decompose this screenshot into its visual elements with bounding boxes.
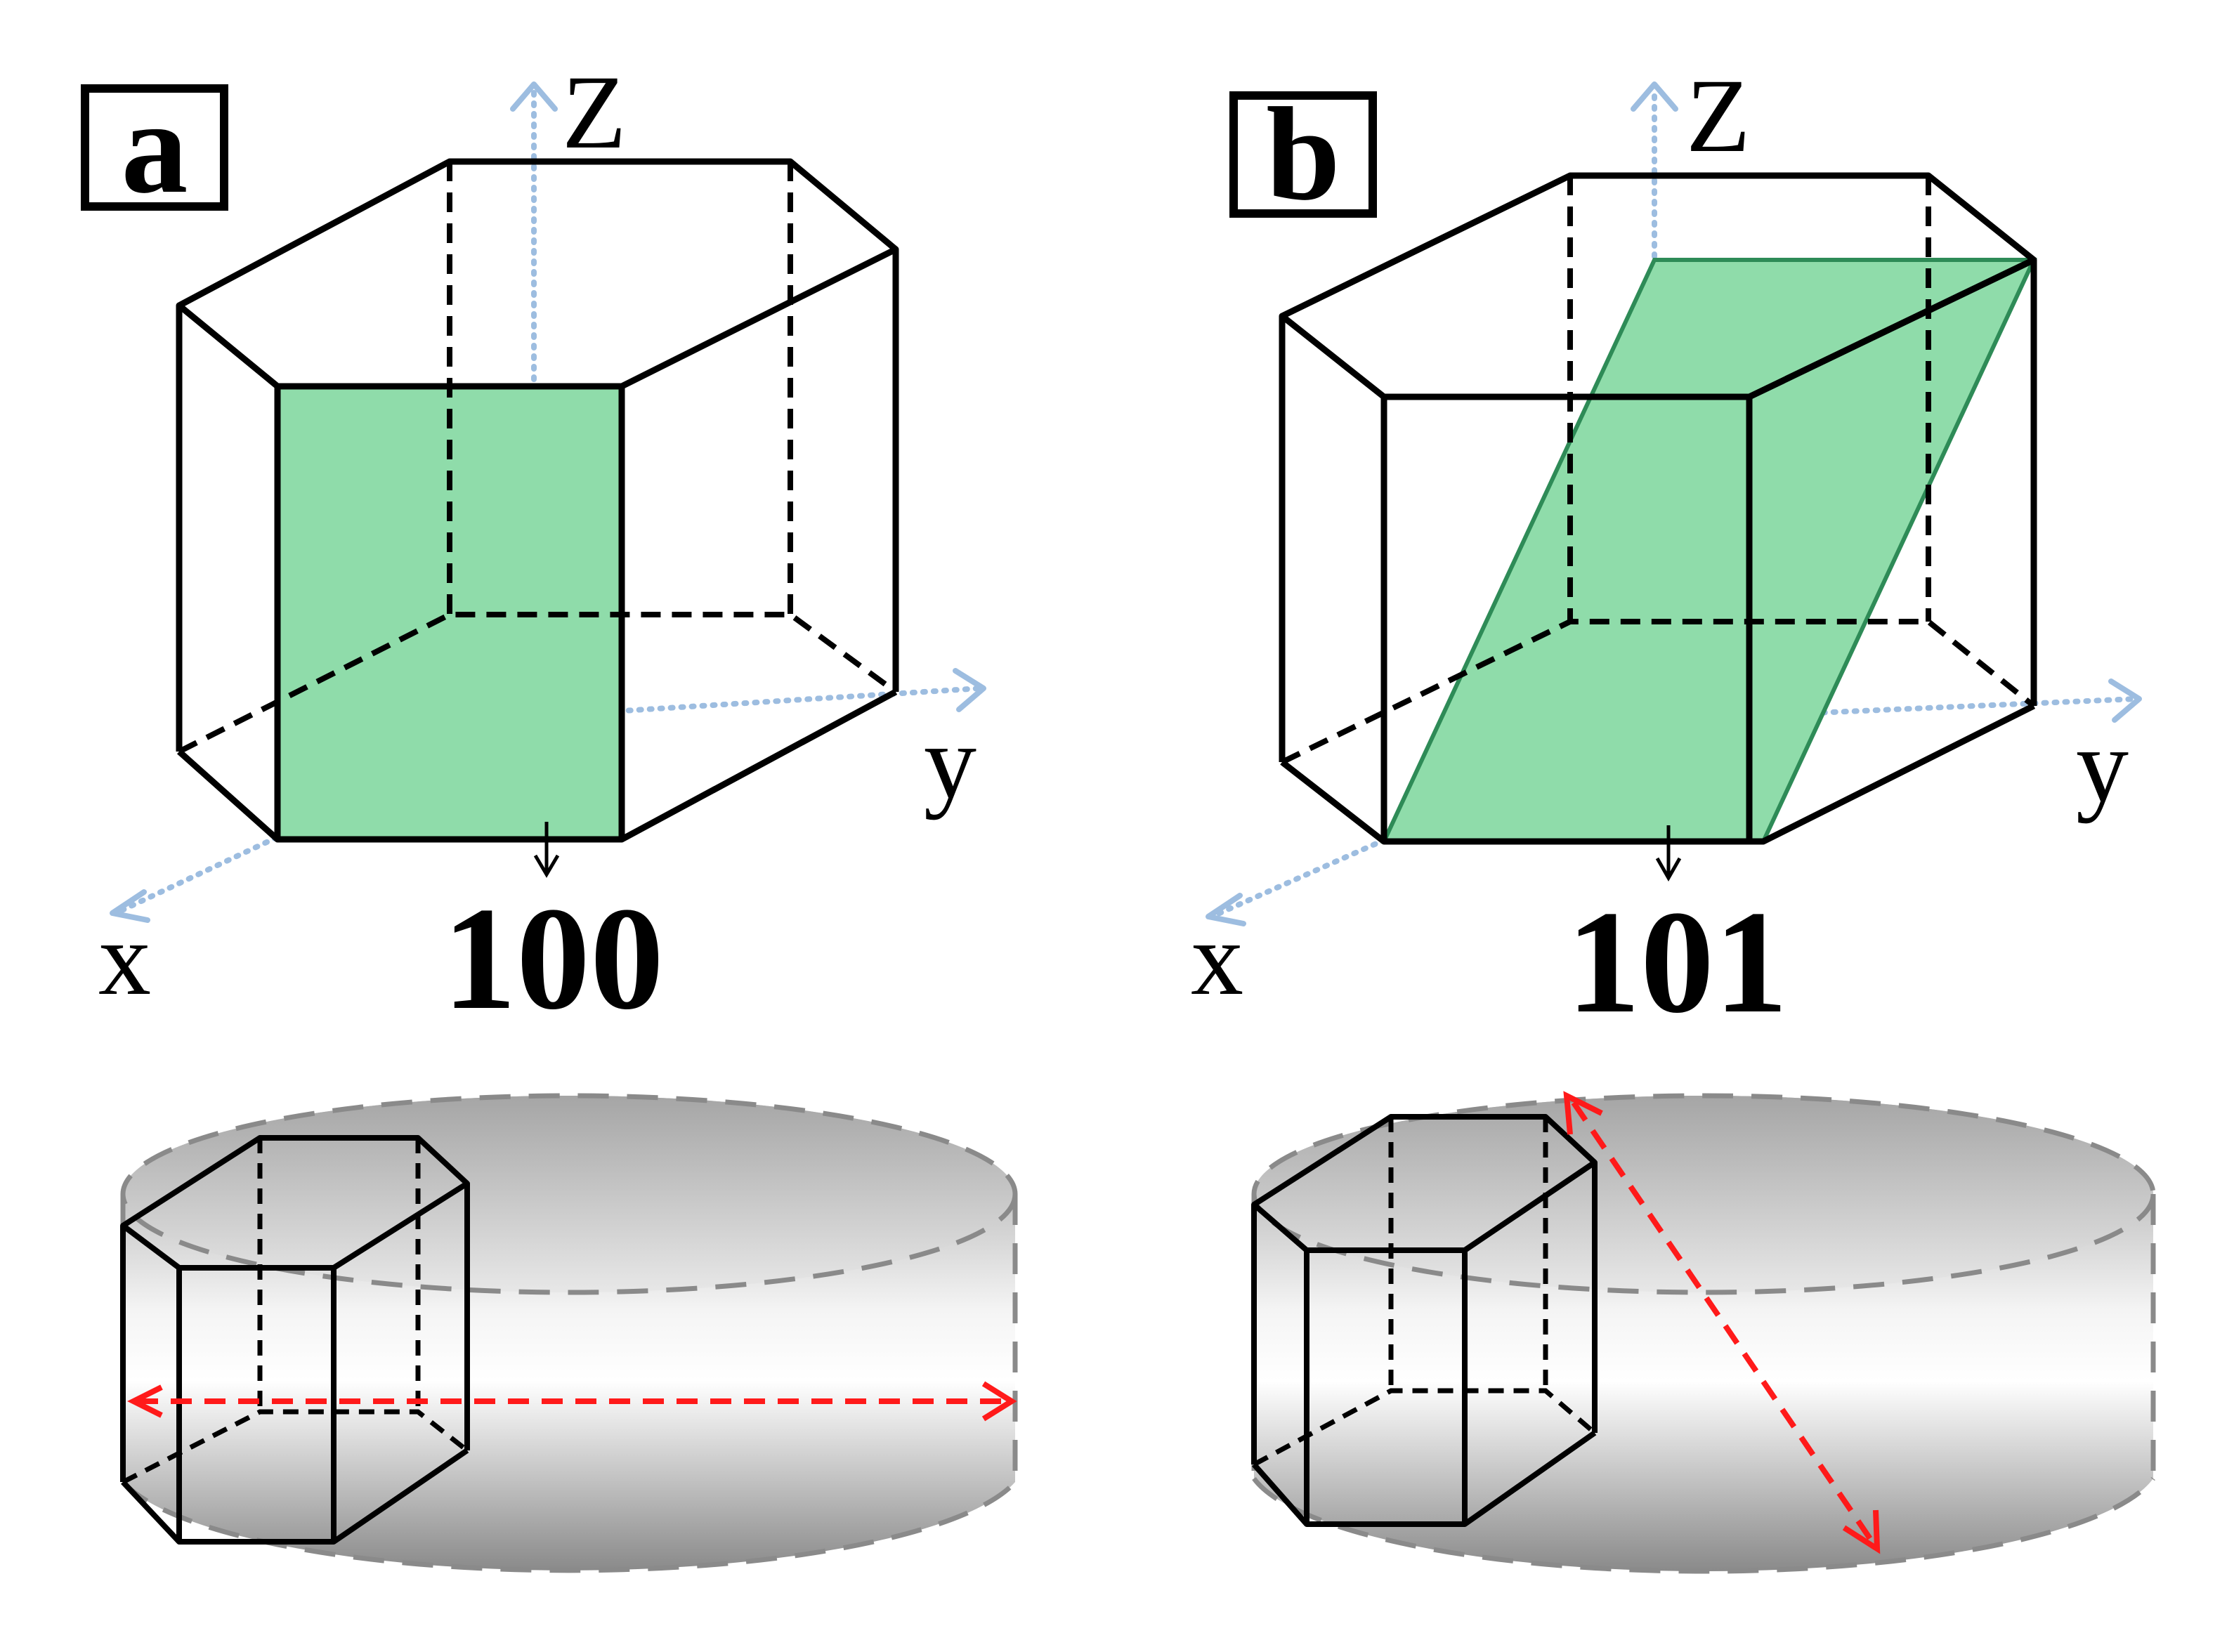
- plane-index-label: 101: [1567, 881, 1788, 1044]
- bottom-left-film: [120, 1093, 1018, 1573]
- y-axis-arrowhead: [953, 668, 986, 712]
- panel-a-visible-edges: [176, 158, 899, 843]
- axis-label-y: y: [2076, 707, 2129, 824]
- plane-index-label: 100: [443, 877, 664, 1040]
- axis-label-x: x: [1191, 900, 1243, 1017]
- bottom-right-film: [1251, 1091, 2156, 1574]
- growth-arrow-oblique: [1563, 1091, 1881, 1554]
- y-axis: [1652, 696, 2138, 723]
- small-prism: [120, 1135, 470, 1545]
- panel-label-a: a: [81, 81, 228, 214]
- axis-label-x: x: [98, 900, 151, 1017]
- panel-a-prism: [110, 81, 986, 923]
- x-axis-arrowhead: [110, 889, 150, 923]
- z-axis-arrowhead: [1631, 81, 1678, 112]
- axis-label-z: Z: [1686, 58, 1751, 174]
- cylinder-top: [123, 1096, 1015, 1292]
- axis-label-z: Z: [562, 54, 627, 171]
- y-axis-arrowhead: [2108, 678, 2142, 723]
- axis-label-y: y: [924, 704, 976, 820]
- x-axis-arrowhead: [1206, 893, 1246, 926]
- panel-b-visible-edges: [1279, 172, 2037, 845]
- panel-label-b: b: [1229, 88, 1377, 221]
- small-prism: [1251, 1114, 1598, 1527]
- panel-b-prism: [1206, 81, 2142, 926]
- z-axis-arrowhead: [510, 81, 558, 112]
- panel-a-normal-arrow: [533, 822, 560, 878]
- growth-arrow-lateral: [127, 1381, 1017, 1422]
- panel-b-normal-arrow: [1655, 825, 1682, 882]
